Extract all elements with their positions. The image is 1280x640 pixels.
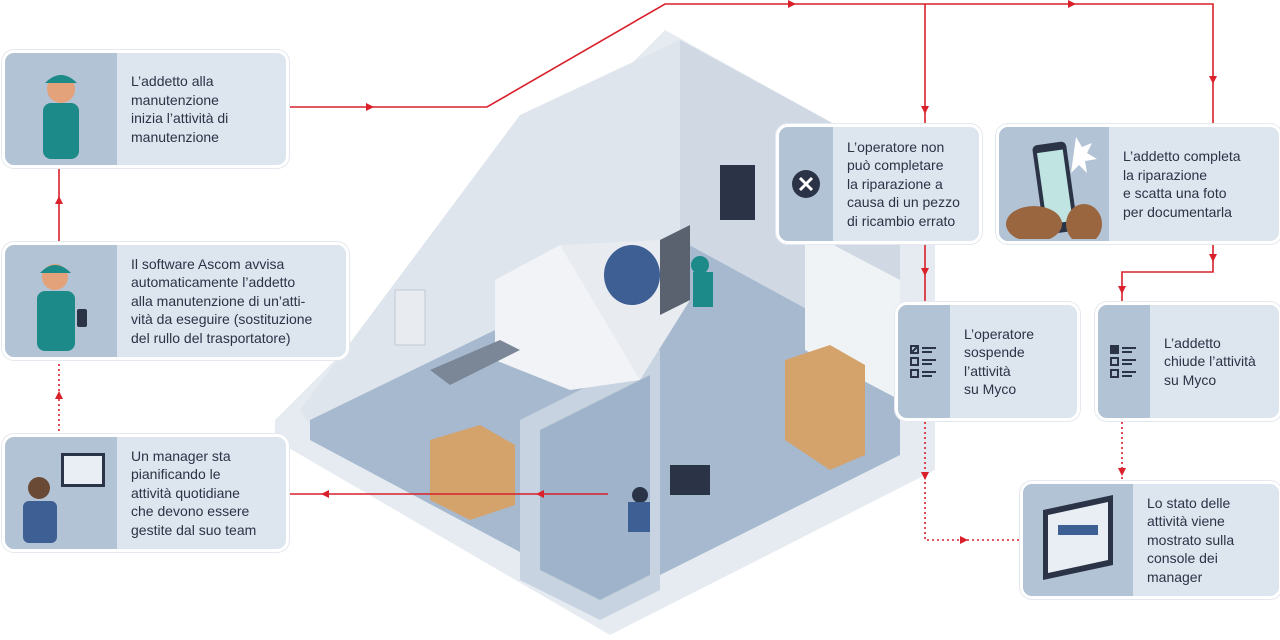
step-text: L’addetto alla manutenzione inizia l’att… — [131, 73, 229, 145]
step-text: L’addetto completa la riparazione e scat… — [1123, 148, 1241, 220]
isometric-warehouse — [275, 30, 935, 635]
step-cannot-complete: L’operatore non può completare la ripara… — [776, 124, 982, 244]
error-x-icon — [779, 127, 833, 241]
step-text: L’operatore sospende l’attività su Myco — [964, 325, 1035, 398]
arrowheads — [55, 0, 1217, 544]
console-monitor-illustration — [1023, 484, 1133, 596]
step-text: Un manager sta pianificando le attività … — [131, 447, 257, 538]
step-text: Lo stato delle attività viene mostrato s… — [1147, 494, 1235, 585]
step-software-alert: Il software Ascom avvisa automaticamente… — [2, 242, 349, 360]
checklist-icon — [898, 305, 950, 418]
step-status-console: Lo stato delle attività viene mostrato s… — [1020, 481, 1280, 599]
step-suspends-task: L’operatore sospende l’attività su Myco — [895, 302, 1080, 421]
step-start-maintenance: L’addetto alla manutenzione inizia l’att… — [2, 50, 289, 168]
step-text: L’addetto chiude l’attività su Myco — [1164, 334, 1256, 388]
step-text: Il software Ascom avvisa automaticamente… — [131, 255, 313, 346]
technician-illustration — [5, 53, 117, 165]
step-completes-repair: L’addetto completa la riparazione e scat… — [996, 124, 1280, 244]
manager-desk-illustration — [5, 437, 117, 549]
step-manager-planning: Un manager sta pianificando le attività … — [2, 434, 289, 552]
step-text: L’operatore non può completare la ripara… — [847, 138, 960, 229]
technician-phone-illustration — [5, 245, 117, 357]
step-closes-task: L’addetto chiude l’attività su Myco — [1095, 302, 1280, 421]
checklist-filled-icon — [1098, 305, 1150, 418]
phone-photo-illustration — [999, 127, 1109, 241]
